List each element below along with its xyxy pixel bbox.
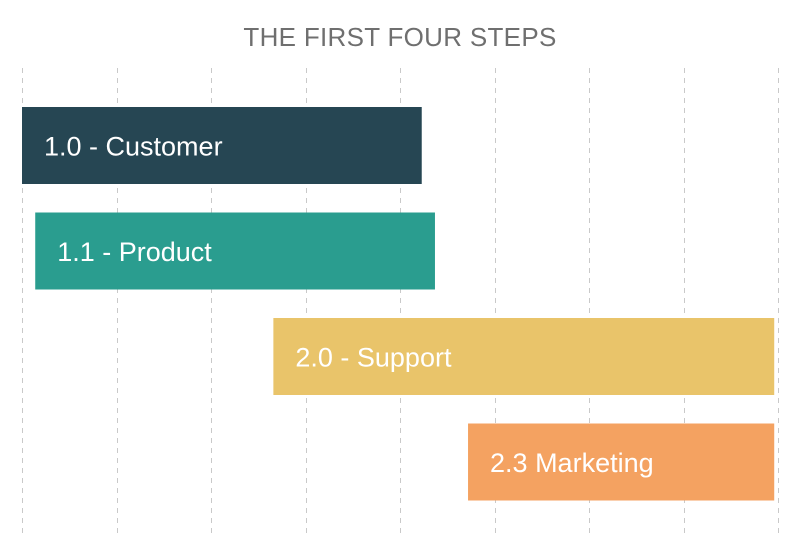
task-bar — [468, 423, 775, 501]
task-bar — [273, 318, 775, 395]
bars: 1.0 - Customer 1.1 - Product 2.0 - Support… — [22, 107, 775, 501]
task-bar-group: 1.1 - Product — [35, 212, 435, 290]
task-bar — [22, 107, 422, 184]
task-bar-group: 2.0 - Support — [273, 318, 775, 395]
task-label: 2.3 Marketing — [490, 448, 654, 478]
task-label: 2.0 - Support — [295, 343, 452, 373]
task-label: 1.1 - Product — [57, 237, 212, 267]
gridlines — [22, 68, 779, 535]
task-label: 1.0 - Customer — [44, 132, 223, 162]
task-bar-group: 1.0 - Customer — [22, 107, 422, 184]
task-bar — [35, 212, 435, 290]
chart-title: THE FIRST FOUR STEPS — [243, 22, 556, 52]
task-bar-group: 2.3 Marketing — [468, 423, 775, 501]
